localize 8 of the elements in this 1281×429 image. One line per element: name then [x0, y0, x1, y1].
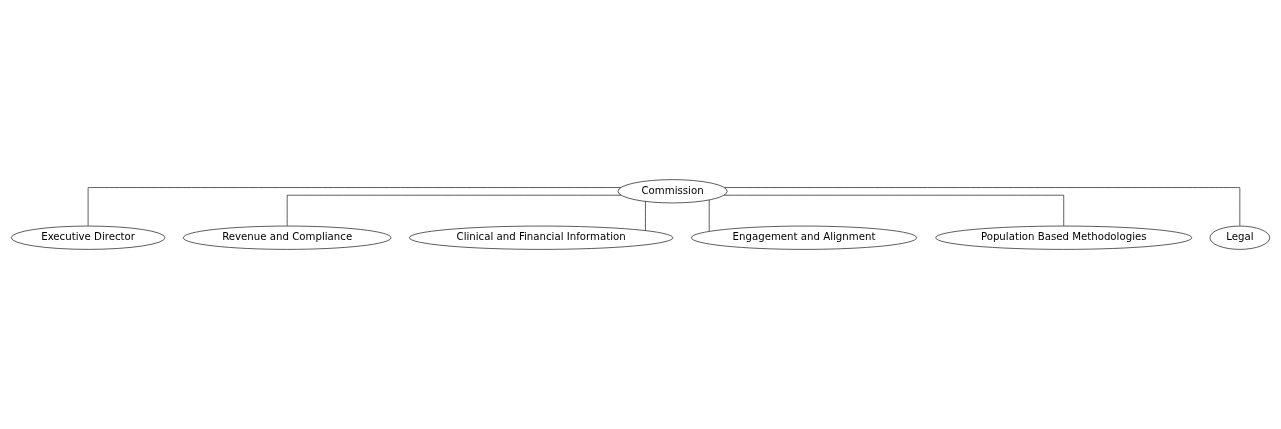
node-ellipse: Commission [617, 179, 728, 204]
node-ellipse: Revenue and Compliance [183, 225, 392, 250]
node-ellipse: Population Based Methodologies [935, 225, 1193, 250]
node-ellipse: Clinical and Financial Information [409, 225, 674, 250]
node-ellipse: Executive Director [10, 225, 166, 250]
node-ellipse: Engagement and Alignment [691, 225, 917, 250]
connector [645, 201, 646, 231]
node-ellipse: Legal [1209, 225, 1271, 250]
